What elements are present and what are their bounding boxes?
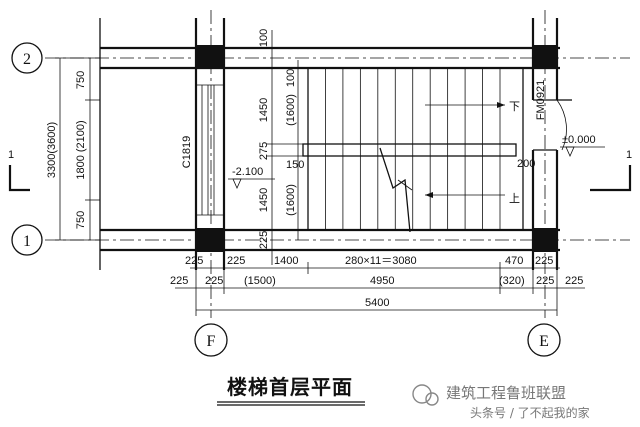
- svg-text:2: 2: [23, 51, 31, 68]
- dim-stair-100-inner: 100: [285, 69, 297, 87]
- wechat-icon: [412, 384, 432, 404]
- dim-row2-225: 225: [205, 275, 223, 287]
- dim-stair-1450-bottom: 1450: [258, 188, 270, 212]
- dim-stair-225: 225: [258, 231, 270, 249]
- dim-row1-225: 225: [227, 255, 245, 267]
- svg-text:建筑工程鲁班联盟: 建筑工程鲁班联盟: [446, 384, 566, 402]
- svg-text:1: 1: [23, 233, 31, 250]
- dim-row2-225-outer: 225: [170, 275, 188, 287]
- dim-row1-225-left: 225: [185, 255, 203, 267]
- dim-stair-1600-top: (1600): [285, 94, 297, 126]
- dim-stair-100-top: 100: [258, 29, 270, 47]
- drawing-title: 楼梯首层平面: [217, 375, 365, 406]
- dim-750-top: 750: [75, 71, 87, 89]
- stair-frame: [302, 67, 524, 233]
- svg-text:1: 1: [8, 149, 14, 161]
- window-label: C1819: [181, 136, 193, 168]
- dim-row1-470: 470: [505, 255, 523, 267]
- up-label: 上: [509, 192, 520, 205]
- down-label: 下: [509, 101, 520, 113]
- svg-text:头条号 / 了不起我的家: 头条号 / 了不起我的家: [470, 405, 590, 420]
- axis-bubble-2: 2: [11, 42, 43, 74]
- section-mark-left: 1: [8, 149, 30, 192]
- left-dimension-lines: [55, 57, 100, 241]
- dim-outer-height: 3300(3600): [46, 122, 58, 178]
- dim-row2-4950: 4950: [370, 275, 394, 287]
- elevation-floor: ±0.000: [560, 134, 605, 157]
- dim-gap-200: 200: [517, 158, 535, 170]
- stair-treads: [325, 68, 501, 230]
- dim-row1-225-right: 225: [535, 255, 553, 267]
- elevation-low: -2.100: [228, 166, 275, 189]
- section-mark-right: 1: [590, 149, 632, 192]
- watermark: 建筑工程鲁班联盟 头条号 / 了不起我的家: [412, 384, 590, 420]
- dim-row2-225-outer-right: 225: [565, 275, 583, 287]
- dim-row3-5400: 5400: [365, 297, 389, 309]
- svg-text:±0.000: ±0.000: [562, 134, 596, 146]
- dim-row2-320: (320): [499, 275, 525, 287]
- horizontal-dimension-lines: [175, 262, 585, 316]
- axis-bubble-F: F: [194, 323, 228, 357]
- svg-text:E: E: [539, 333, 549, 350]
- dim-gap-150: 150: [286, 159, 304, 171]
- svg-text:楼梯首层平面: 楼梯首层平面: [227, 375, 353, 399]
- dim-stair-1450-top: 1450: [258, 98, 270, 122]
- axis-bubble-1: 1: [11, 224, 43, 256]
- stair-dimension-lines: [266, 30, 303, 265]
- door-fm0921: FM0921: [533, 80, 572, 151]
- door-label: FM0921: [535, 80, 547, 120]
- dim-stair-275: 275: [258, 142, 270, 160]
- dim-row1-1400: 1400: [274, 255, 298, 267]
- dim-row1-3080: 280×11＝3080: [345, 255, 417, 267]
- dim-row2-225-right: 225: [536, 275, 554, 287]
- columns: [197, 45, 558, 252]
- svg-text:1: 1: [626, 149, 632, 161]
- svg-text:-2.100: -2.100: [232, 166, 263, 178]
- dim-row2-1500: (1500): [244, 275, 276, 287]
- dim-750-bottom: 750: [75, 211, 87, 229]
- dim-1800: 1800 (2100): [75, 120, 87, 179]
- axis-bubble-E: E: [527, 323, 561, 357]
- window-c1819: C1819: [181, 84, 224, 216]
- svg-text:F: F: [207, 333, 216, 350]
- dim-stair-1600-bottom: (1600): [285, 184, 297, 216]
